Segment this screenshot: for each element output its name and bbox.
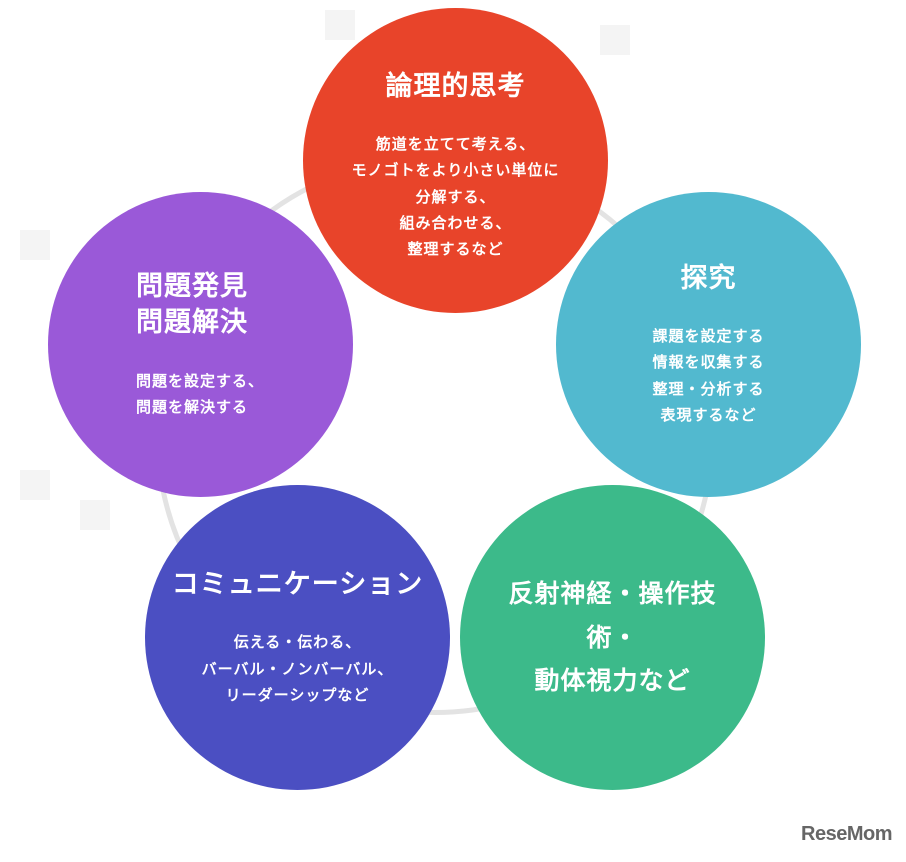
node-title: 問題発見 問題解決 [136,270,248,339]
resemom-logo: ReseMom [801,823,892,845]
background-pattern-tile [80,500,110,530]
node-title: 探究 [680,262,737,294]
node-reflex-skills: 反射神経・操作技術・ 動体視力など [460,485,765,790]
node-inquiry: 探究 課題を設定する 情報を収集する 整理・分析する 表現するなど [556,192,861,497]
background-pattern-tile [325,10,355,40]
background-pattern-tile [600,25,630,55]
node-description: 課題を設定する 情報を収集する 整理・分析する 表現するなど [652,327,765,424]
background-pattern-tile [20,470,50,500]
node-description: 伝える・伝わる、 バーバル・ノンバーバル、 リーダーシップなど [201,633,394,704]
node-description: 問題を設定する、 問題を解決する [136,371,265,416]
node-description: 筋道を立てて考える、 モノゴトをより小さい単位に 分解する、 組み合わせる、 整… [351,135,560,259]
node-problem-solving: 問題発見 問題解決 問題を設定する、 問題を解決する [48,192,353,497]
node-title: 反射神経・操作技術・ 動体視力など [508,578,717,696]
background-pattern-tile [20,230,50,260]
node-title: 論理的思考 [385,70,526,102]
node-logical-thinking: 論理的思考 筋道を立てて考える、 モノゴトをより小さい単位に 分解する、 組み合… [303,8,608,313]
node-title: コミュニケーション [171,568,424,600]
node-communication: コミュニケーション 伝える・伝わる、 バーバル・ノンバーバル、 リーダーシップな… [145,485,450,790]
